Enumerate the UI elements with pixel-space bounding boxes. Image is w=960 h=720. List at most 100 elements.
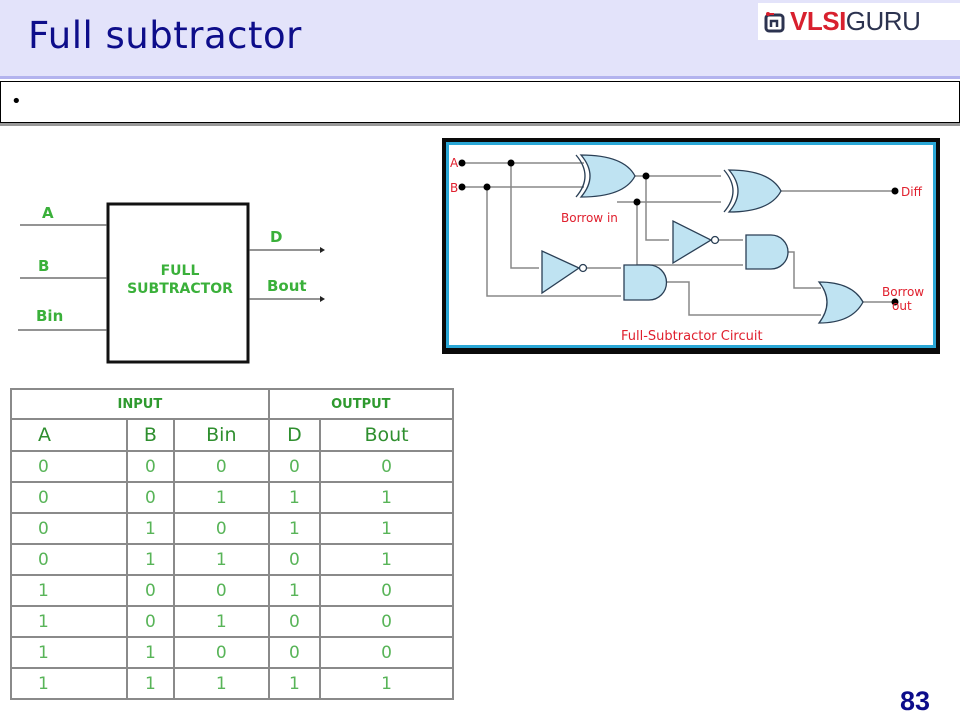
- xor-gate-1-back: [575, 154, 586, 198]
- circuit-label-borrow-out-1: Borrow: [882, 285, 924, 299]
- cell-a: 1: [10, 605, 128, 638]
- cell-bin: 0: [172, 450, 270, 483]
- arrow-bout-icon: [320, 296, 325, 302]
- not-gate-2: [672, 219, 713, 265]
- node-b-split: [483, 183, 491, 191]
- cell-b: 1: [125, 512, 175, 545]
- group-header-output: OUTPUT: [267, 388, 455, 420]
- cell-bin: 1: [172, 667, 270, 700]
- cell-b: 1: [125, 667, 175, 700]
- wire-xor1-to-not: [645, 176, 669, 241]
- cell-a: 0: [10, 512, 128, 545]
- cell-d: 0: [267, 605, 322, 638]
- cell-bout: 0: [319, 450, 454, 483]
- box-label-line2: SUBTRACTOR: [127, 281, 233, 297]
- page-number: 83: [900, 686, 931, 716]
- node-diff: [891, 187, 899, 195]
- column-header-d: D: [267, 418, 322, 452]
- wire-a-to-not: [510, 163, 539, 269]
- cell-d: 1: [267, 667, 322, 700]
- cell-bin: 0: [172, 512, 270, 545]
- cell-bout: 0: [319, 605, 454, 638]
- xor-gate-2: [727, 169, 782, 213]
- cell-bin: 1: [172, 481, 270, 514]
- cell-b: 1: [125, 543, 175, 576]
- wire-and2-out: [785, 251, 821, 289]
- input-label-bin: Bin: [36, 307, 63, 325]
- arrow-d-icon: [320, 247, 325, 253]
- cell-bout: 0: [319, 574, 454, 607]
- full-subtractor-block-diagram: A B Bin D Bout FULL SUBTRACTOR: [18, 202, 325, 364]
- cell-d: 0: [267, 636, 322, 669]
- cell-bin: 0: [172, 636, 270, 669]
- vlsiguru-logo-icon: [764, 11, 785, 32]
- cell-b: 0: [125, 450, 175, 483]
- node-b: [458, 183, 466, 191]
- cell-a: 1: [10, 574, 128, 607]
- cell-bout: 1: [319, 481, 454, 514]
- cell-b: 0: [125, 605, 175, 638]
- cell-b: 1: [125, 636, 175, 669]
- cell-bin: 1: [172, 543, 270, 576]
- output-label-d: D: [270, 228, 282, 246]
- circuit-label-borrow-in: Borrow in: [561, 211, 618, 225]
- cell-d: 1: [267, 512, 322, 545]
- node-xor1-split: [642, 172, 650, 180]
- bullet-point: •: [11, 91, 22, 112]
- circuit-label-a: A: [450, 156, 459, 170]
- logo-text-vlsi: VLSI: [790, 6, 846, 36]
- cell-d: 0: [267, 543, 322, 576]
- circuit-label-diff: Diff: [901, 185, 923, 199]
- cell-a: 0: [10, 543, 128, 576]
- group-header-input: INPUT: [10, 388, 270, 420]
- column-header-b: B: [125, 418, 175, 452]
- node-a-split: [507, 159, 515, 167]
- not-gate-1: [541, 249, 581, 295]
- cell-bin: 1: [172, 605, 270, 638]
- cell-b: 0: [125, 574, 175, 607]
- not-gate-2-bubble: [710, 235, 720, 245]
- cell-bin: 0: [172, 574, 270, 607]
- node-borrow-in: [633, 198, 641, 206]
- wire-b-to-and: [486, 187, 621, 297]
- cell-a: 1: [10, 636, 128, 669]
- circuit-label-borrow-out-2: out: [892, 299, 912, 313]
- full-subtractor-circuit: A B Borrow in Diff Borrow out Full-Subtr…: [449, 145, 933, 345]
- input-label-b: B: [38, 257, 49, 275]
- vlsiguru-logo: VLSIGURU: [758, 3, 960, 40]
- cell-bout: 1: [319, 543, 454, 576]
- cell-bout: 1: [319, 667, 454, 700]
- xor-gate-2-back: [723, 169, 734, 213]
- cell-d: 1: [267, 481, 322, 514]
- slide-title: Full subtractor: [28, 14, 302, 57]
- content-textbox[interactable]: •: [0, 81, 960, 123]
- cell-a: 0: [10, 481, 128, 514]
- subtractor-box: [106, 202, 250, 364]
- cell-b: 0: [125, 481, 175, 514]
- header-divider: [0, 76, 960, 79]
- cell-d: 0: [267, 450, 322, 483]
- cell-bout: 1: [319, 512, 454, 545]
- not-gate-1-bubble: [578, 263, 588, 273]
- cell-bout: 0: [319, 636, 454, 669]
- wire-and1-out: [665, 281, 821, 316]
- and-gate-2: [745, 234, 789, 270]
- column-header-a: A: [10, 418, 128, 452]
- circuit-caption: Full-Subtractor Circuit: [621, 329, 763, 344]
- column-header-bin: Bin: [172, 418, 270, 452]
- node-borrow-out: [891, 298, 899, 306]
- xor-gate-1: [579, 154, 636, 198]
- cell-a: 1: [10, 667, 128, 700]
- and-gate-1: [623, 264, 668, 301]
- node-a: [458, 159, 466, 167]
- circuit-label-b: B: [450, 181, 458, 195]
- input-label-a: A: [42, 204, 54, 222]
- output-label-bout: Bout: [267, 277, 307, 295]
